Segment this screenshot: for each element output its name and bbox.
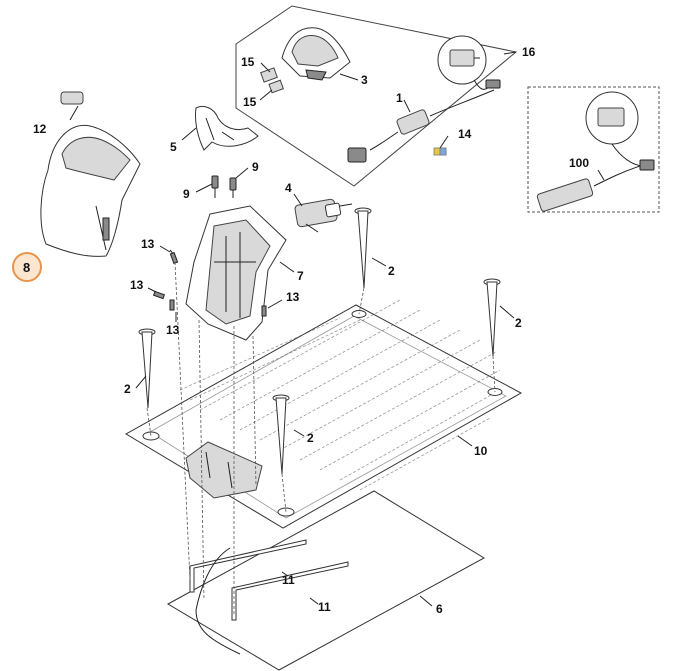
callout-6[interactable]: 6 [436, 602, 443, 616]
accessory-kit-box [235, 5, 518, 187]
callout-11-upper[interactable]: 11 [282, 573, 295, 587]
callout-11-lower[interactable]: 11 [318, 600, 331, 614]
callout-2-left[interactable]: 2 [124, 382, 131, 396]
part-2-stake-right[interactable] [483, 278, 501, 357]
part-9-pin-right[interactable] [229, 177, 237, 198]
part-11-wire-lower[interactable] [231, 561, 349, 621]
callout-labels: 16 15 15 3 1 14 12 5 9 9 4 100 8 13 7 2 … [12, 45, 589, 616]
part-13-screw-c[interactable] [169, 299, 175, 311]
callout-13-d[interactable]: 13 [286, 290, 300, 304]
callout-1[interactable]: 1 [396, 91, 403, 105]
part-13-screw-d[interactable] [261, 305, 267, 317]
part-11-wire-upper[interactable] [189, 539, 307, 593]
part-10-base-plate[interactable] [125, 299, 523, 529]
part-13-screw-b[interactable] [152, 290, 166, 300]
callout-4[interactable]: 4 [285, 181, 292, 195]
part-100-power-supply[interactable] [536, 91, 655, 212]
leader-lines [69, 51, 605, 607]
part-16-connector[interactable] [437, 35, 501, 90]
part-2-stake-top[interactable] [354, 207, 372, 289]
part-13-screw-a[interactable] [169, 249, 179, 265]
callout-10[interactable]: 10 [474, 444, 488, 458]
callout-15-upper[interactable]: 15 [241, 55, 255, 69]
callout-2-right[interactable]: 2 [515, 316, 522, 330]
callout-8-highlighted[interactable]: 8 [12, 252, 42, 282]
part-12-key[interactable] [60, 91, 84, 105]
part-2-stake-center[interactable] [272, 394, 290, 475]
callout-12[interactable]: 12 [33, 122, 47, 136]
boundary-cable [195, 547, 241, 655]
part-15-clip-lower[interactable] [268, 79, 284, 94]
callout-2-center[interactable]: 2 [307, 431, 314, 445]
part-1-power-supply[interactable] [347, 89, 495, 163]
part-14-label[interactable] [433, 147, 447, 156]
assembly-guide-lines [146, 261, 496, 616]
callout-9-left[interactable]: 9 [183, 187, 190, 201]
callout-9-right[interactable]: 9 [252, 160, 259, 174]
charging-contacts[interactable] [185, 441, 263, 499]
callout-14[interactable]: 14 [458, 127, 472, 141]
part-9-pin-left[interactable] [211, 175, 219, 198]
callout-5[interactable]: 5 [170, 140, 177, 154]
callout-8: 8 [23, 260, 30, 275]
part-15-clip-upper[interactable] [260, 67, 278, 83]
part-4-connector-module[interactable] [294, 198, 353, 233]
callout-2-top[interactable]: 2 [388, 264, 395, 278]
part-7-chassis[interactable] [185, 205, 287, 341]
callout-13-a[interactable]: 13 [141, 237, 155, 251]
callout-7[interactable]: 7 [297, 269, 304, 283]
part-8-housing[interactable] [40, 124, 141, 257]
callout-100[interactable]: 100 [569, 156, 589, 170]
base-plate-texture [179, 299, 501, 491]
callout-16[interactable]: 16 [522, 45, 536, 59]
callout-15-lower[interactable]: 15 [243, 95, 257, 109]
part-2-stake-left[interactable] [138, 328, 156, 409]
part-6-ground-sheet[interactable] [166, 490, 485, 671]
part-5-bracket[interactable] [195, 105, 259, 151]
kit-100-box [527, 86, 660, 213]
callout-13-c[interactable]: 13 [166, 323, 180, 337]
part-3-cover[interactable] [281, 27, 351, 81]
callout-3[interactable]: 3 [361, 73, 368, 87]
callout-13-b[interactable]: 13 [130, 278, 144, 292]
